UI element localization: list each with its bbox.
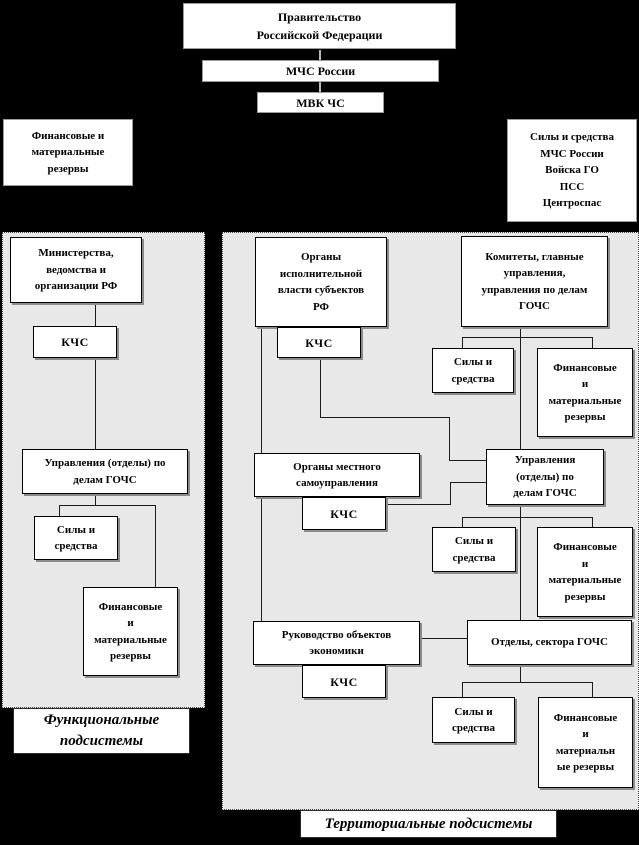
connector-line <box>155 505 156 587</box>
connector-line <box>386 504 451 505</box>
connector-line <box>420 638 467 639</box>
node-kchs-local: КЧС <box>302 497 386 530</box>
node-forces-regional: Силы и средства <box>432 348 514 393</box>
connector-line <box>261 327 262 453</box>
node-kchs-executive: КЧС <box>277 327 361 358</box>
node-forces-functional: Силы и средства <box>34 516 118 560</box>
node-forces-mchs: Силы и средства МЧС России Войска ГО ПСС… <box>507 119 637 222</box>
connector-line <box>462 682 593 683</box>
node-gochs-sectors: Отделы, сектора ГОЧС <box>467 620 632 665</box>
connector-line <box>95 303 96 326</box>
node-reserves-object: Финансовые и материальн ые резервы <box>538 697 633 788</box>
connector-line <box>261 497 262 621</box>
functional-subsystems-label: Функциональные подсистемы <box>13 708 190 754</box>
connector-line <box>59 505 156 506</box>
node-mchs-russia: МЧС России <box>202 60 439 82</box>
node-gochs-departments-functional: Управления (отделы) по делам ГОЧС <box>22 449 188 494</box>
connector-line <box>520 327 521 449</box>
connector-line <box>592 682 593 697</box>
connector-line <box>450 482 486 483</box>
node-government: Правительство Российской Федерации <box>183 3 456 49</box>
node-committees-gochs: Комитеты, главные управления, управления… <box>461 236 608 327</box>
connector-tick <box>319 50 321 60</box>
connector-line <box>450 482 451 505</box>
node-economy-objects: Руководство объектов экономики <box>253 621 420 665</box>
connector-line <box>462 517 593 518</box>
node-ministries: Министерства, ведомства и организации РФ <box>10 237 142 303</box>
node-reserves-local: Финансовые и материальные резервы <box>537 527 633 617</box>
node-local-government: Органы местного самоуправления <box>254 453 420 497</box>
node-reserves-regional: Финансовые и материальные резервы <box>537 348 633 437</box>
connector-line <box>449 417 450 461</box>
connector-line <box>462 682 463 697</box>
connector-line <box>59 505 60 516</box>
node-executive-authorities: Органы исполнительной власти субъектов Р… <box>255 237 387 327</box>
connector-line <box>320 358 321 417</box>
node-forces-local: Силы и средства <box>432 527 516 572</box>
connector-tick <box>319 82 321 92</box>
connector-line <box>520 665 521 682</box>
connector-line <box>462 517 463 527</box>
connector-line <box>462 337 593 338</box>
node-kchs-functional: КЧС <box>33 326 117 358</box>
territorial-subsystems-label: Территориальные подсистемы <box>300 810 557 838</box>
node-gochs-departments-territorial: Управления (отделы) по делам ГОЧС <box>486 449 604 505</box>
node-forces-object: Силы и средства <box>432 697 515 743</box>
connector-line <box>320 417 450 418</box>
connector-line <box>462 337 463 348</box>
node-financial-reserves-federal: Финансовые и материальные резервы <box>3 119 133 186</box>
connector-line <box>95 494 96 505</box>
connector-line <box>449 460 486 461</box>
connector-line <box>520 505 521 620</box>
node-kchs-economy: КЧС <box>302 665 386 698</box>
node-mvk-chs: МВК ЧС <box>257 92 384 113</box>
connector-line <box>95 358 96 449</box>
connector-line <box>592 517 593 527</box>
node-reserves-functional: Финансовые и материальные резервы <box>83 587 178 676</box>
connector-line <box>592 337 593 348</box>
